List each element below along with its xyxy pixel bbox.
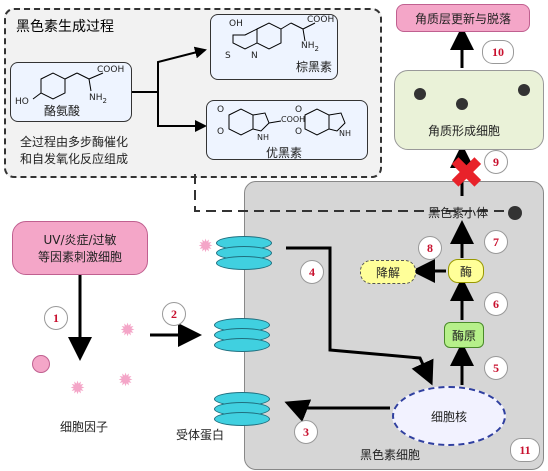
pheomelanin-label: 棕黑素: [296, 60, 333, 74]
synthesis-title: 黑色素生成过程: [16, 19, 114, 35]
pheomelanin-molecule: OH COOH NH2 S N: [210, 14, 338, 80]
step-6: 6: [484, 292, 508, 316]
stimulus-line2: 等因素刺激细胞: [37, 250, 122, 264]
enzyme-box: 酶: [448, 259, 484, 283]
receptor-protein-1: [216, 236, 272, 270]
eumelanin-o3-text: O: [295, 105, 303, 115]
nucleus: 细胞核: [392, 386, 506, 446]
eumelanin-nh2-text: NH: [339, 129, 351, 138]
cytokine-label: 细胞因子: [60, 420, 109, 434]
keratinocyte-dot-3: [518, 84, 530, 96]
eumelanin-o1-text: O: [217, 105, 225, 115]
degradation-box: 降解: [360, 260, 416, 284]
keratinocyte-label: 角质形成细胞: [428, 124, 501, 138]
step-7: 7: [484, 230, 508, 254]
degradation-label: 降解: [375, 265, 400, 280]
melanocyte-label: 黑色素细胞: [360, 448, 421, 462]
tyrosine-nh2-text: NH2: [89, 93, 107, 105]
process-note-line1: 全过程由多步酶催化: [20, 135, 129, 149]
step-4: 4: [300, 260, 324, 284]
eumelanin-structure-icon: [228, 108, 346, 136]
receptor-protein-2: [214, 318, 270, 352]
eumelanin-o2-text: O: [217, 127, 225, 137]
cytokine-star-2: ✹: [118, 370, 134, 391]
pheomelanin-s-text: S: [225, 51, 231, 61]
process-note-line2: 和自发氧化反应组成: [20, 152, 129, 166]
tyrosine-label: 酪氨酸: [44, 104, 81, 118]
pheomelanin-nh2-text: NH2: [301, 41, 319, 53]
tyrosine-ho-text: HO: [15, 97, 29, 107]
pheomelanin-oh-text: OH: [229, 19, 243, 29]
cytokine-star-4: ✹: [198, 236, 214, 257]
eumelanin-nh1-text: NH: [257, 133, 269, 142]
step-2: 2: [162, 302, 186, 326]
pheomelanin-n-text: N: [251, 51, 258, 61]
tyrosine-structure-icon: [32, 72, 104, 100]
melanosome-dot: [508, 206, 522, 220]
pheomelanin-structure-icon: [232, 22, 316, 50]
keratinocyte-cell: [394, 70, 544, 150]
step-9: 9: [484, 150, 508, 174]
step-8: 8: [418, 236, 442, 260]
stimulus-line1: UV/炎症/过敏: [43, 233, 117, 247]
eumelanin-molecule: O O COOH O O NH NH: [206, 100, 368, 160]
eumelanin-o4-text: O: [295, 127, 303, 137]
step-5: 5: [484, 356, 508, 380]
cytokine-star-3: ✹: [120, 320, 136, 341]
receptor-protein-3: [214, 392, 270, 426]
step-10: 10: [482, 40, 514, 64]
keratinocyte-dot-1: [414, 88, 426, 100]
tyrosine-molecule: HO COOH NH2: [10, 62, 132, 122]
cytokine-star-1: ✹: [70, 378, 86, 399]
stimulus-box: UV/炎症/过敏 等因素刺激细胞: [12, 221, 148, 275]
step-1: 1: [44, 306, 68, 330]
shedding-box: 角质层更新与脱落: [396, 4, 530, 32]
pheomelanin-cooh-text: COOH: [307, 15, 335, 25]
enzyme-precursor-label: 酶原: [451, 328, 476, 343]
step-11: 11: [510, 438, 540, 462]
nucleus-label: 细胞核: [430, 409, 467, 424]
melanosome-label: 黑色素小体: [428, 206, 489, 220]
enzyme-label: 酶: [459, 264, 472, 279]
tyrosine-cooh-text: COOH: [97, 65, 125, 75]
keratinocyte-dot-2: [456, 98, 468, 110]
cytokine-circle: [32, 355, 50, 373]
eumelanin-cooh-text: COOH: [281, 115, 306, 124]
enzyme-precursor-box: 酶原: [444, 322, 484, 348]
shedding-label: 角质层更新与脱落: [414, 11, 511, 26]
step-3: 3: [294, 420, 318, 444]
receptor-label: 受体蛋白: [176, 428, 225, 442]
blocked-x-icon: ✖: [448, 148, 485, 199]
eumelanin-label: 优黑素: [266, 146, 303, 160]
